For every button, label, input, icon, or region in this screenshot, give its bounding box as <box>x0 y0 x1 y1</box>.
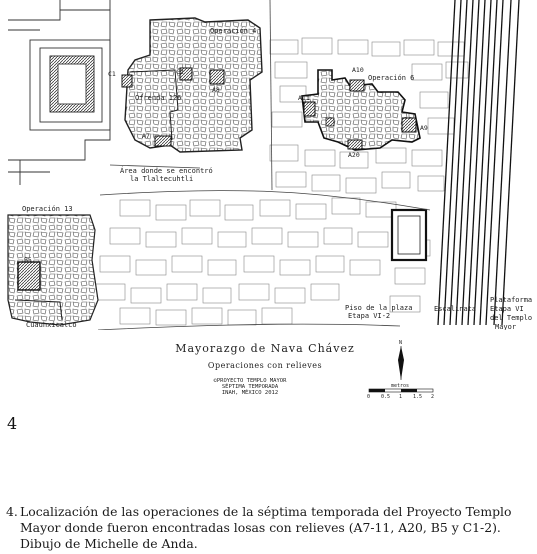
label-piso-line2: Etapa VI-2 <box>348 312 390 320</box>
north-arrow-icon: N <box>398 340 404 380</box>
label-piso-line1: Piso de la plaza <box>345 304 412 312</box>
contour-lines <box>97 0 431 331</box>
label-ofrenda-126: Ofrenda 126 <box>135 94 181 102</box>
slab-a10: A10 <box>352 66 364 74</box>
label-operacion-6: Operación 6 <box>368 74 414 82</box>
scale-tick-0: 0 <box>367 394 370 400</box>
label-cuauhxicalco: Cuauhxicalco <box>26 321 77 329</box>
left-structures <box>8 0 111 185</box>
svg-text:N: N <box>399 340 402 346</box>
escalinata-structure <box>390 0 520 326</box>
operation-13-excavation <box>7 214 99 326</box>
label-operacion-13: Operación 13 <box>22 205 73 213</box>
slab-a11: A11 <box>298 94 310 102</box>
plan-title: Mayorazgo de Nava Chávez <box>175 342 355 355</box>
label-plataforma-line4: Mayor <box>495 323 516 331</box>
label-plataforma-line1: Plataforma <box>490 296 532 304</box>
label-plataforma-line2: Etapa VI <box>490 305 524 313</box>
scale-tick-1-5: 1.5 <box>413 394 422 400</box>
scale-tick-0-5: 0.5 <box>381 394 390 400</box>
label-escalinata: Escalinata <box>434 305 476 313</box>
title-block: Mayorazgo de Nava Chávez Operaciones con… <box>0 330 537 400</box>
caption-line-2: Mayor donde fueron encontradas losas con… <box>20 520 501 535</box>
slab-a8: A8 <box>212 86 220 94</box>
slab-a9: A9 <box>420 124 428 132</box>
site-plan-drawing: Operación 4 Operación 6 Operación 13 Ofr… <box>0 0 537 400</box>
plan-subtitle: Operaciones con relieves <box>208 361 322 370</box>
figure-caption: 4.Localización de las operaciones de la … <box>6 504 532 552</box>
label-plataforma-line3: del Templo <box>490 314 532 322</box>
label-area-line1: Área donde se encontró <box>120 166 213 175</box>
scale-tick-2: 2 <box>431 394 434 400</box>
caption-line-3: Dibujo de Michelle de Anda. <box>20 536 198 551</box>
slab-b5: B5 <box>24 256 32 264</box>
slab-a20: A20 <box>348 151 360 159</box>
credit-line-2: SÉPTIMA TEMPORADA <box>222 382 279 390</box>
caption-line-1: 4.Localización de las operaciones de la … <box>6 504 512 519</box>
slab-labels: C1 C2 A8 A7 A10 A11 A9 A20 B5 <box>24 66 428 264</box>
scale-tick-1: 1 <box>399 394 402 400</box>
operation-4-excavation <box>121 17 263 153</box>
slab-c2: C2 <box>176 68 184 76</box>
slab-c1: C1 <box>108 70 116 78</box>
credit-line-1: ©PROYECTO TEMPLO MAYOR <box>214 378 288 384</box>
slab-a7: A7 <box>142 132 150 140</box>
scale-unit: metros <box>391 383 409 389</box>
map-labels: Operación 4 Operación 6 Operación 13 Ofr… <box>22 27 532 331</box>
page-number: 4 <box>7 414 18 433</box>
label-operacion-4: Operación 4 <box>210 27 256 35</box>
operation-6-excavation <box>301 69 421 151</box>
scale-bar: metros 0 0.5 1 1.5 2 <box>367 383 434 400</box>
caption-number: 4. <box>6 504 18 519</box>
plaza-paving <box>94 37 469 326</box>
credit-line-3: INAH, MÉXICO 2012 <box>222 388 278 396</box>
label-area-line2: la Tlaltecuhtli <box>130 175 193 183</box>
